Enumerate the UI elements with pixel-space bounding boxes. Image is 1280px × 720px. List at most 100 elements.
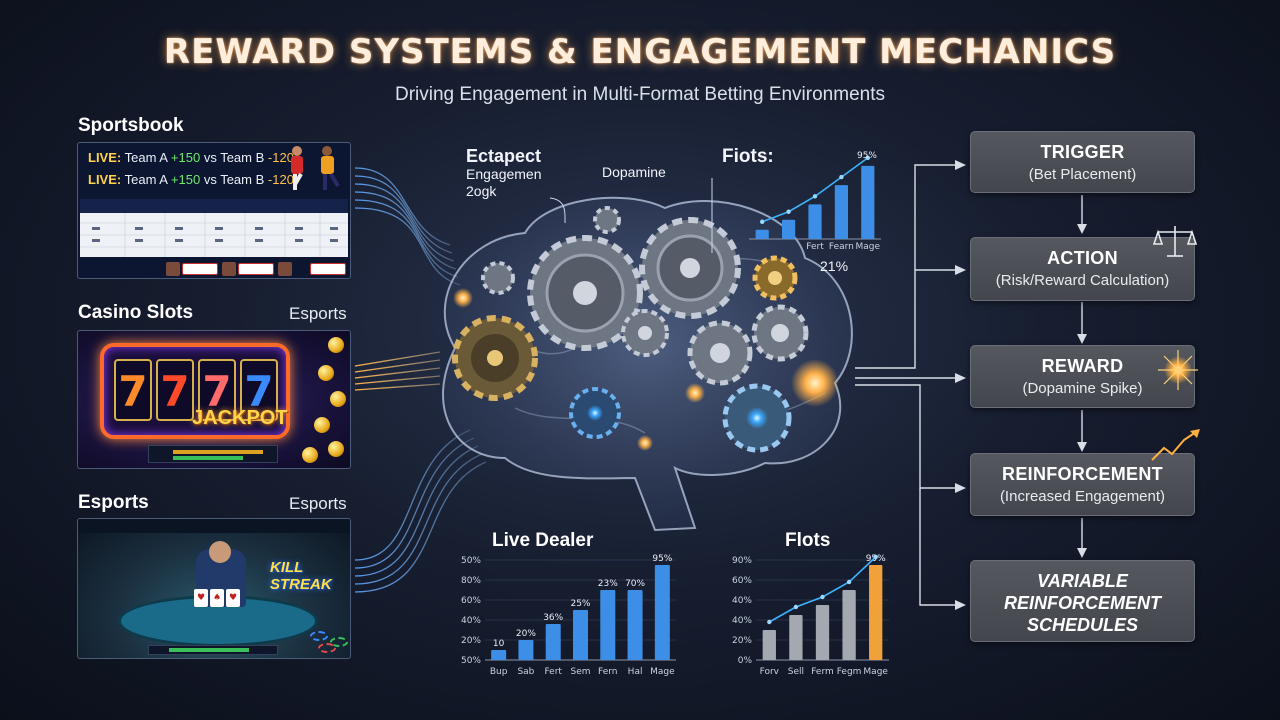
x-tick-label: Mage bbox=[856, 242, 881, 252]
esports-wires bbox=[354, 429, 487, 593]
live-odds-row[interactable]: LIVE: Team A +150 vs Team B -120 bbox=[78, 169, 350, 191]
bet-chip[interactable] bbox=[182, 263, 218, 275]
x-tick-label: Bup bbox=[490, 667, 508, 677]
flow-connectors bbox=[855, 164, 1083, 606]
x-tick-label: Sell bbox=[788, 667, 804, 677]
brain-annotation: 2ogk bbox=[466, 183, 497, 199]
flow-step-title-line: REINFORCEMENT bbox=[1004, 593, 1161, 613]
gear-icon bbox=[751, 304, 809, 362]
flow-step-title: TRIGGER bbox=[1040, 142, 1125, 162]
playing-card: ♥ bbox=[194, 589, 208, 607]
slot-reel: 7 bbox=[156, 359, 194, 421]
data-label: 25% bbox=[570, 599, 590, 609]
slot-reel: 7 bbox=[198, 359, 236, 421]
chip-icon bbox=[318, 643, 336, 653]
esports-panel[interactable]: ♥ ♠ ♥ KILL STREAK bbox=[77, 518, 351, 659]
callout-line bbox=[549, 197, 566, 224]
trend-point bbox=[793, 604, 799, 610]
y-tick-label: 60% bbox=[461, 596, 481, 606]
flow-step-trigger[interactable]: TRIGGER (Bet Placement) bbox=[970, 131, 1195, 193]
flow-step-reinforcement[interactable]: REINFORCEMENT (Increased Engagement) bbox=[970, 453, 1195, 516]
odds-table-grid bbox=[80, 213, 348, 257]
flow-step-reward[interactable]: REWARD (Dopamine Spike) bbox=[970, 345, 1195, 408]
gear-icon bbox=[452, 315, 538, 401]
avatar bbox=[278, 262, 292, 276]
glow-spark bbox=[791, 359, 839, 407]
gear-icon bbox=[639, 217, 741, 319]
brain-illustration bbox=[442, 178, 853, 532]
bet-chip[interactable] bbox=[238, 263, 274, 275]
y-tick-label: 80% bbox=[461, 576, 481, 586]
flow-arrowheads bbox=[955, 160, 1087, 610]
dealer-head bbox=[209, 541, 231, 563]
brain-annotation: Engagemen bbox=[466, 166, 542, 182]
y-tick-label: 90% bbox=[732, 556, 752, 566]
data-label: 20% bbox=[516, 629, 536, 639]
flow-step-variable-reinforcement[interactable]: VARIABLE REINFORCEMENT SCHEDULES bbox=[970, 560, 1195, 642]
sportsbook-panel[interactable]: LIVE: Team A +150 vs Team B -120 LIVE: T… bbox=[77, 142, 351, 279]
odds-a: +150 bbox=[170, 172, 201, 187]
live-dealer-chart-title: Live Dealer bbox=[492, 530, 594, 551]
spark-icon bbox=[1158, 350, 1198, 390]
x-tick-label: Fert bbox=[544, 667, 562, 677]
trend-point bbox=[820, 594, 825, 600]
odds-table-dots bbox=[92, 227, 338, 242]
data-label: 95% bbox=[652, 554, 672, 564]
casino-wires bbox=[354, 351, 441, 391]
y-tick-label: 40% bbox=[732, 616, 752, 626]
gear-icon bbox=[722, 383, 792, 453]
y-tick-label: 40% bbox=[732, 596, 752, 606]
trend-point bbox=[812, 194, 818, 199]
playing-card: ♠ bbox=[210, 589, 224, 607]
odds-b: -120 bbox=[267, 150, 294, 165]
live-dealer-bar-chart: 50%80%60%40%20%50%Bup10Sab20%Fert36%Sem2… bbox=[461, 554, 676, 677]
y-tick-label: 0% bbox=[738, 656, 753, 666]
flow-step-action[interactable]: ACTION (Risk/Reward Calculation) bbox=[970, 237, 1195, 301]
casino-slots-panel[interactable]: 7 7 7 7 JACKPOT bbox=[77, 330, 351, 469]
trend-up-icon bbox=[1151, 429, 1200, 461]
gear-icon bbox=[569, 387, 621, 439]
bar bbox=[600, 590, 616, 660]
live-odds-row[interactable]: LIVE: Team A +150 vs Team B -120 bbox=[78, 147, 350, 169]
flow-step-title: REWARD bbox=[1041, 356, 1124, 376]
odds-a: +150 bbox=[170, 150, 201, 165]
bar bbox=[518, 640, 534, 660]
trend-point bbox=[865, 155, 870, 161]
bar bbox=[782, 219, 796, 239]
casino-slots-label: Casino Slots bbox=[78, 302, 194, 323]
slot-machine[interactable]: 7 7 7 7 JACKPOT bbox=[100, 343, 290, 439]
flow-step-title-line: VARIABLE bbox=[1037, 571, 1128, 591]
glow-spark bbox=[453, 288, 473, 308]
bar bbox=[627, 590, 643, 660]
page-title: REWARD SYSTEMS & ENGAGEMENT MECHANICS bbox=[163, 32, 1117, 72]
casino-aside-label: Esports bbox=[289, 304, 347, 323]
team-b: Team B bbox=[220, 150, 265, 165]
glow-spark bbox=[685, 383, 705, 403]
kill-streak-banner: KILL STREAK bbox=[270, 559, 332, 593]
trend-point bbox=[786, 209, 791, 214]
jackpot-banner: JACKPOT bbox=[192, 407, 288, 429]
x-tick-label: Sem bbox=[570, 667, 590, 677]
data-label: 10 bbox=[493, 639, 505, 649]
live-tag: LIVE: bbox=[88, 172, 122, 187]
esports-aside-label: Esports bbox=[289, 494, 347, 513]
slots-status-bar bbox=[148, 445, 278, 463]
data-label: 36% bbox=[543, 613, 563, 623]
sportsbook-wires bbox=[354, 167, 461, 286]
bar bbox=[789, 615, 803, 660]
odds-table bbox=[80, 199, 348, 257]
flow-step-subtitle: (Bet Placement) bbox=[1028, 166, 1137, 183]
trend-point bbox=[767, 619, 772, 625]
bar bbox=[654, 565, 670, 660]
bar bbox=[491, 650, 507, 660]
bar bbox=[755, 229, 769, 239]
y-tick-label: 40% bbox=[461, 616, 481, 626]
bar bbox=[842, 590, 856, 660]
bar bbox=[815, 605, 830, 660]
bet-chip[interactable] bbox=[310, 263, 346, 275]
chip-icon bbox=[310, 631, 328, 641]
data-label: 70% bbox=[625, 579, 645, 589]
y-tick-label: 50% bbox=[461, 556, 481, 566]
